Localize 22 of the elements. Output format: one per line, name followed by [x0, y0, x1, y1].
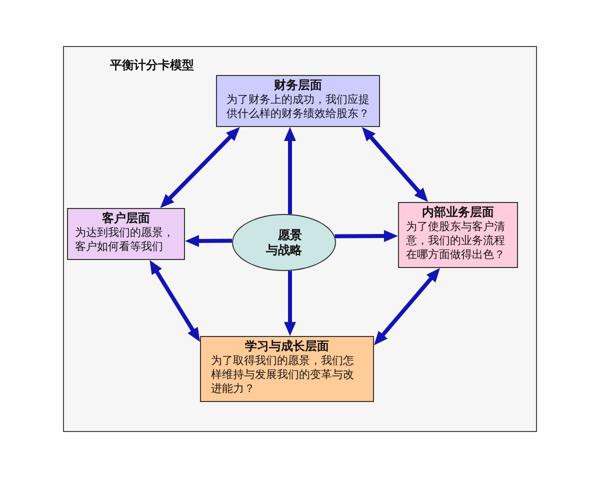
double-arrow	[150, 260, 200, 342]
box-heading: 客户层面	[101, 211, 151, 226]
arrow	[284, 270, 296, 336]
box-text: 为了财务上的成功，我们应提供什么样的财务绩效给股东？	[226, 93, 370, 121]
arrow	[334, 230, 398, 242]
process-box	[398, 202, 518, 268]
box-text: 为了使股东与客户清意，我们的业务流程在哪方面做得出色？	[406, 220, 505, 262]
double-arrow	[362, 127, 428, 202]
arrow	[284, 127, 296, 214]
box-heading: 学习与成长层面	[244, 339, 330, 354]
node-text: 愿景与战略	[266, 228, 302, 258]
double-arrow	[374, 268, 440, 346]
box-heading: 财务层面	[273, 78, 323, 93]
double-arrow	[160, 127, 240, 208]
box-text: 为了取得我们的愿景，我们怎样维持与发展我们的变革与改进能力？	[211, 354, 354, 396]
process-box	[67, 208, 185, 260]
process-box	[200, 336, 374, 402]
arrow	[185, 234, 232, 247]
diagram-title: 平衡计分卡模型	[110, 58, 194, 73]
box-heading: 内部业务层面	[421, 205, 495, 220]
process-box	[216, 75, 380, 127]
box-text: 为达到我们的愿景，客户如何看等我们	[75, 226, 174, 254]
